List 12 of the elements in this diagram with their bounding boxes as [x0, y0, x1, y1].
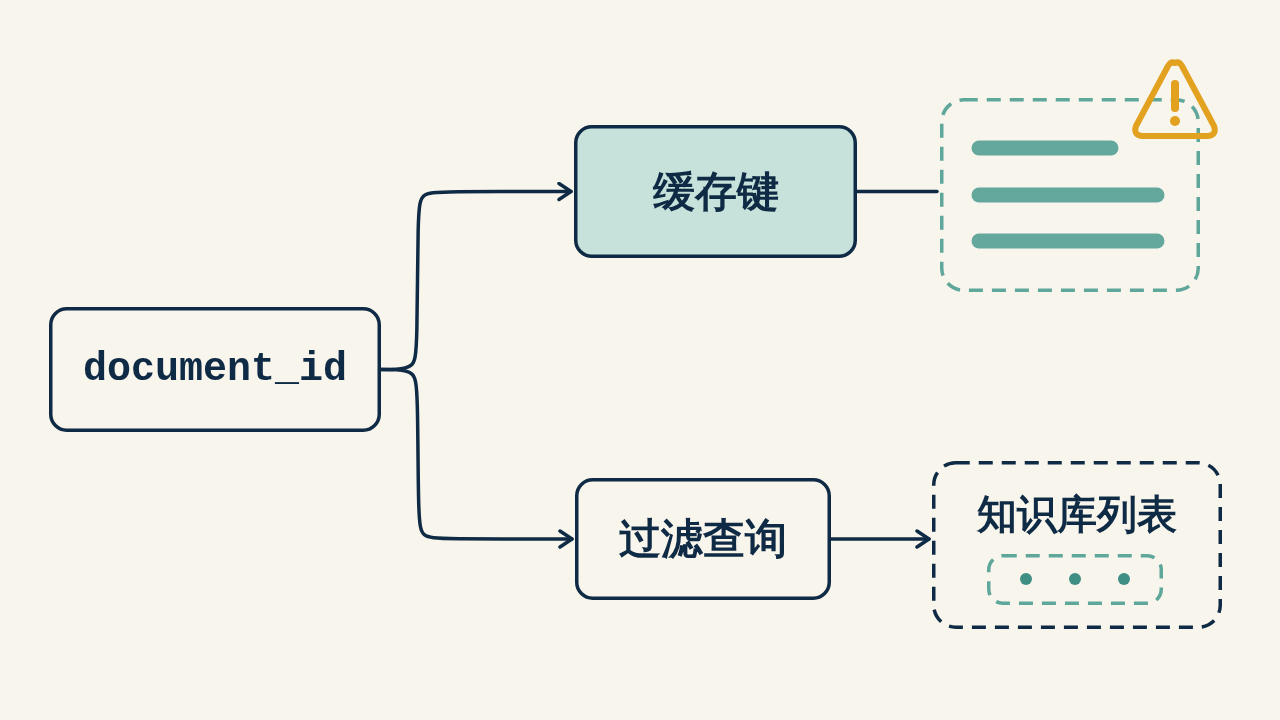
dashed-box [932, 461, 1222, 629]
node-label: document_id [82, 347, 347, 392]
dashed-box [940, 98, 1200, 292]
connector-arrow [379, 367, 574, 549]
node-label: 缓存键 [652, 165, 779, 218]
process-box [574, 125, 857, 258]
node-label: 过滤查询 [619, 513, 787, 565]
process-box [49, 307, 381, 432]
dashed-box [987, 554, 1163, 605]
node-label: 知识库列表 [977, 489, 1177, 539]
process-box [575, 478, 831, 600]
connector-arrow [829, 529, 931, 549]
